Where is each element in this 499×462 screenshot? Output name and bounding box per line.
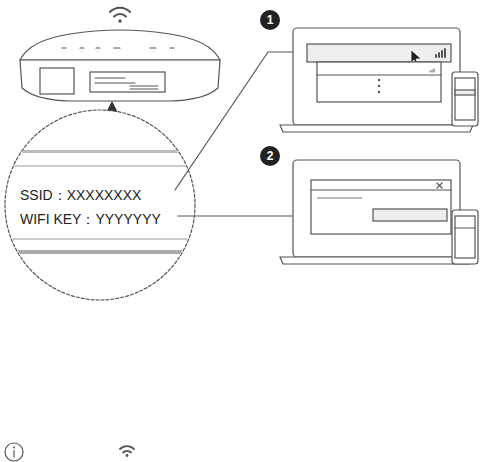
wifi-icon (110, 8, 130, 23)
callout-number: 1 (261, 11, 279, 29)
callout-circle (260, 10, 280, 30)
laptop-screen (280, 28, 478, 132)
router (20, 30, 220, 101)
callout-number: 2 (261, 147, 279, 165)
info-icon (5, 443, 23, 461)
leader-line (175, 52, 298, 190)
wifi-key-text: WIFI KEY：YYYYYYY (20, 210, 161, 228)
magnifier (0, 110, 200, 300)
laptop-screen (280, 160, 478, 264)
wifi-icon (120, 446, 134, 457)
sticker-label: SSID：XXXXXXXX WIFI KEY：YYYYYYY (20, 186, 161, 228)
callout-circle (260, 146, 280, 166)
ssid-text: SSID：XXXXXXXX (20, 186, 161, 204)
leader-line (178, 215, 304, 216)
